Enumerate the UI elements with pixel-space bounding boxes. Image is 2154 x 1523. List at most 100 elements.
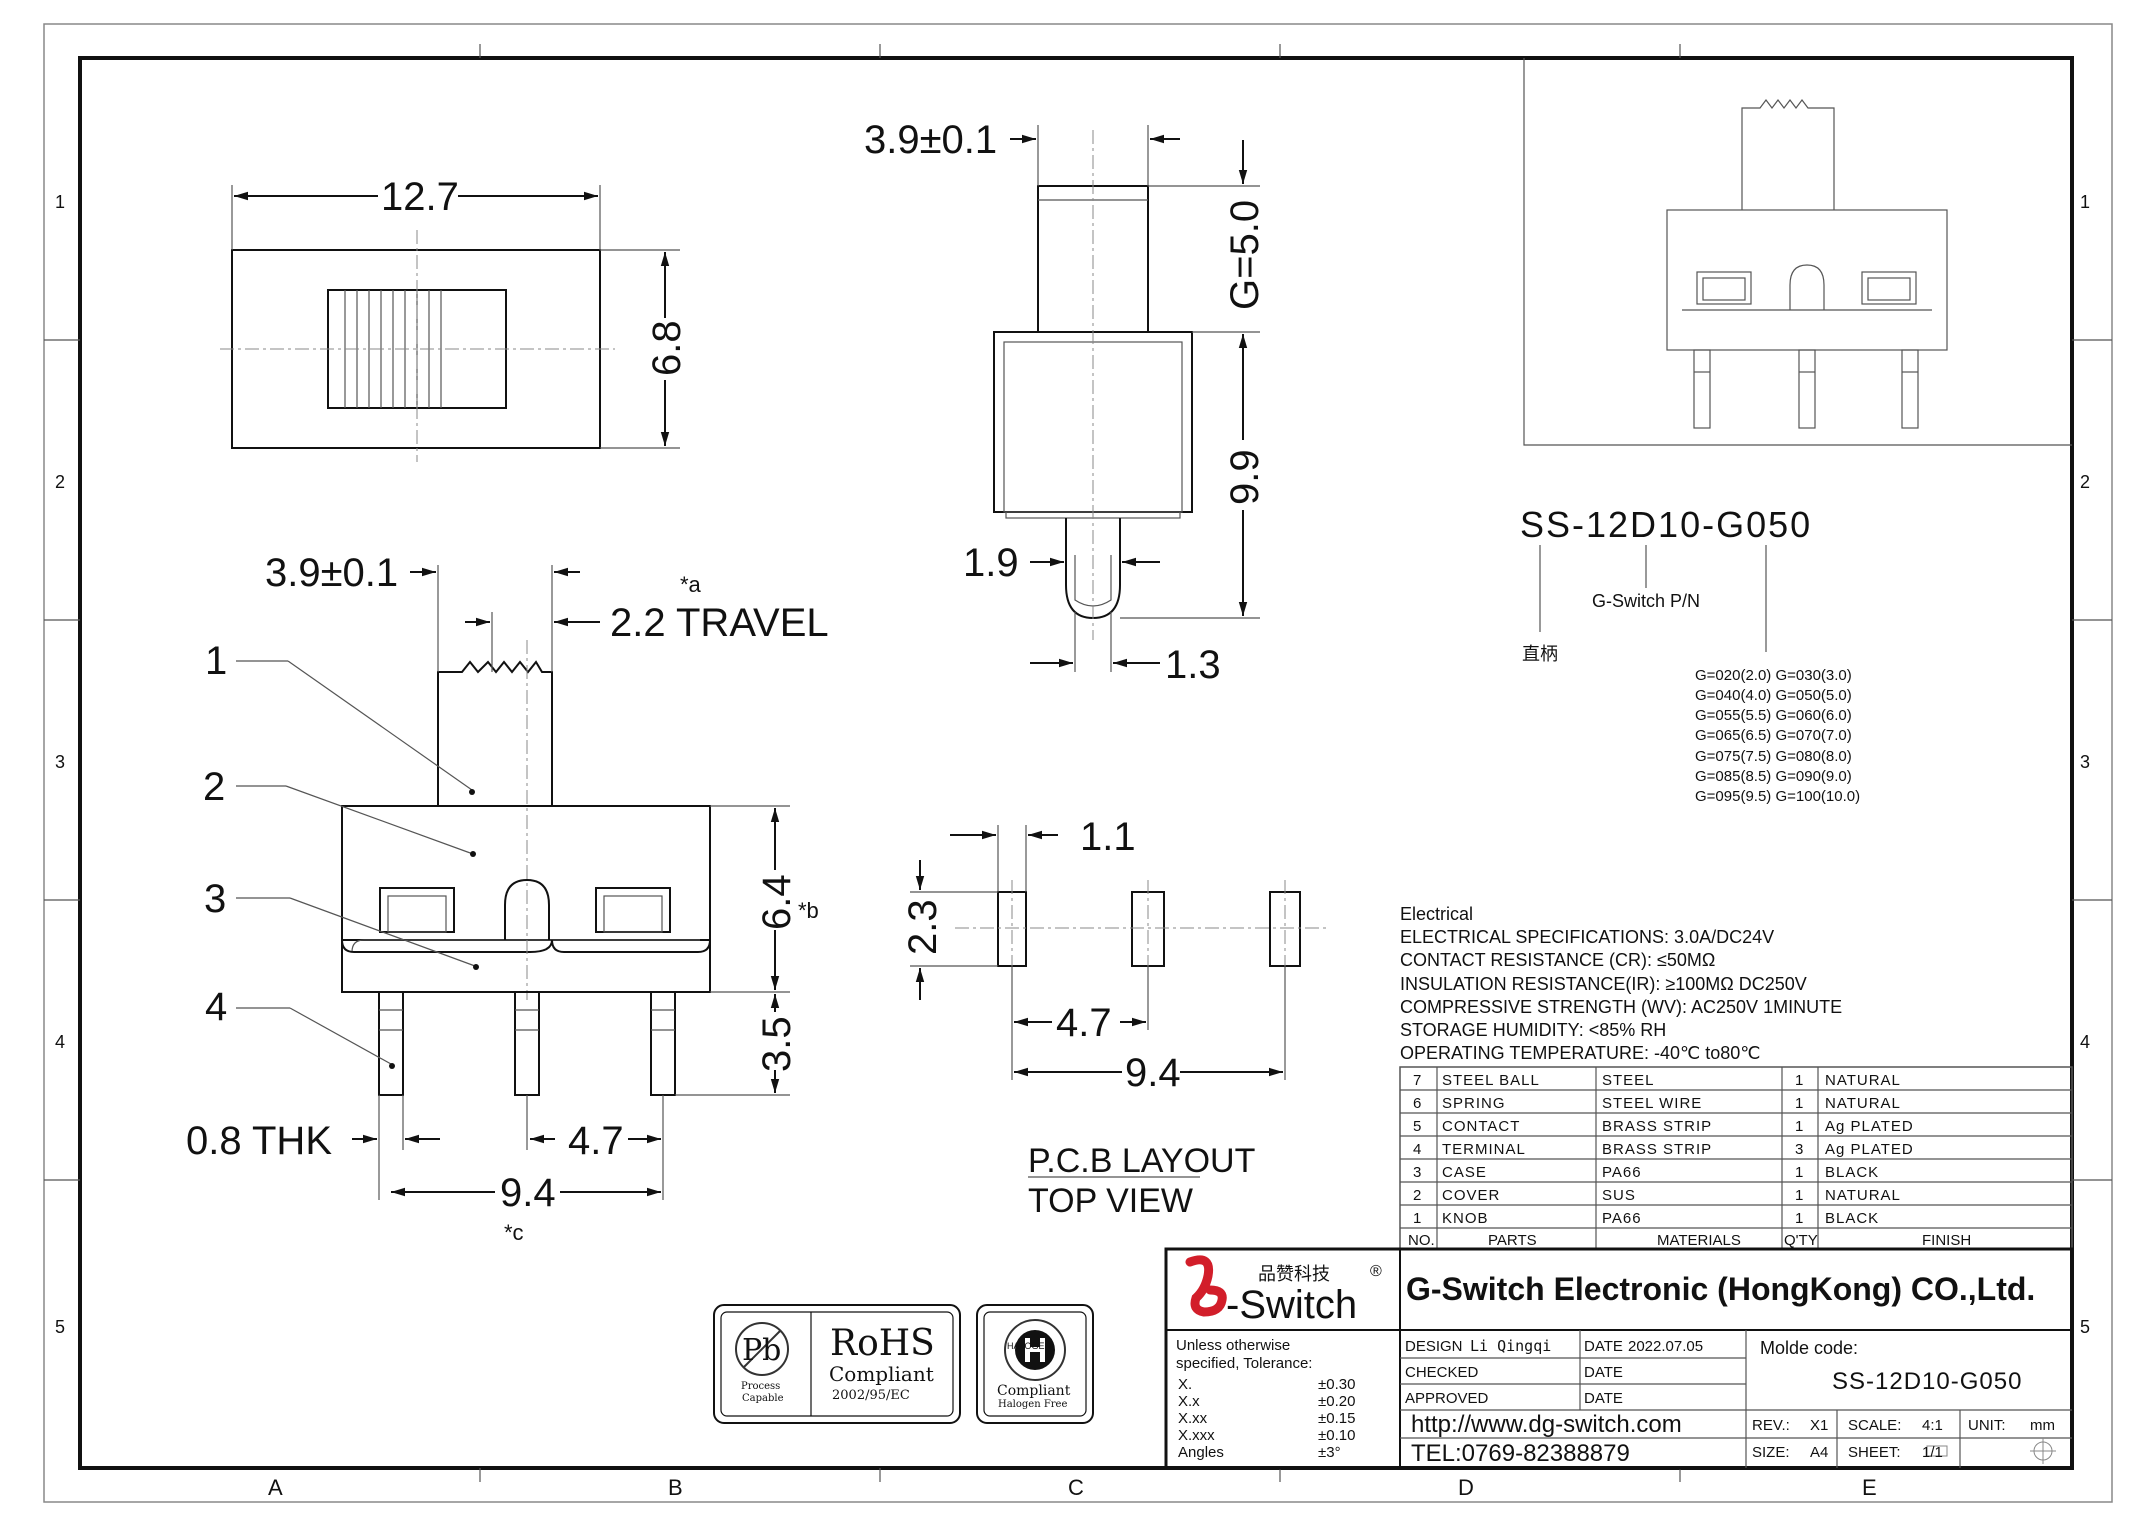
bom-cell-finish: BLACK: [1825, 1164, 1879, 1181]
unit-label: UNIT:: [1968, 1417, 2006, 1434]
zone-row-2: 2: [55, 472, 65, 492]
website-link[interactable]: http://www.dg-switch.com: [1411, 1411, 1682, 1438]
tolerance-key: X.xx: [1178, 1410, 1208, 1427]
electrical-heading: Electrical: [1400, 904, 1473, 924]
bom-cell-finish: NATURAL: [1825, 1072, 1901, 1089]
dim-body-height: 9.9: [1223, 449, 1267, 505]
side-view: [993, 125, 1260, 672]
rohs-directive: 2002/95/EC: [832, 1388, 910, 1403]
bom-cell-part: STEEL BALL: [1442, 1072, 1540, 1089]
design-date: 2022.07.05: [1628, 1338, 1703, 1355]
pcb-title: P.C.B LAYOUT: [1028, 1142, 1255, 1180]
g-option: G=085(8.5) G=090(9.0): [1695, 768, 1852, 785]
dim-pcb-pitch: 4.7: [1056, 1001, 1112, 1045]
title-block: [1164, 1247, 2074, 1470]
zone-col-e: E: [1862, 1475, 1877, 1500]
tolerance-key: X.xxx: [1178, 1427, 1215, 1444]
callout-1: 1: [205, 639, 227, 683]
dim-thk: 0.8 THK: [186, 1119, 332, 1163]
bom-cell-qty: 1: [1795, 1164, 1804, 1181]
tolerance-value: ±0.10: [1318, 1427, 1355, 1444]
bom-cell-no: 7: [1413, 1072, 1422, 1089]
dim-g-height: G=5.0: [1223, 200, 1267, 310]
zone-row-2-right: 2: [2080, 472, 2090, 492]
logo-mark: [1185, 1255, 1227, 1317]
callout-3: 3: [204, 877, 226, 921]
bom-cell-material: PA66: [1602, 1210, 1642, 1227]
inner-frame: [78, 56, 2074, 1470]
top-view: [220, 185, 680, 462]
body-h-mark: *b: [798, 898, 819, 923]
design-label: DESIGN: [1405, 1338, 1463, 1355]
pn-label: G-Switch P/N: [1592, 591, 1700, 611]
tolerance-head-2: specified, Tolerance:: [1176, 1355, 1312, 1372]
pcb-subtitle: TOP VIEW: [1028, 1182, 1193, 1220]
dim-pcb-pad-h: 2.3: [901, 899, 945, 955]
zone-ticks: [44, 44, 2112, 1482]
bom-cell-finish: NATURAL: [1825, 1187, 1901, 1204]
bom-cell-material: BRASS STRIP: [1602, 1118, 1712, 1135]
zone-row-5-right: 5: [2080, 1317, 2090, 1337]
dim-span: 9.4: [500, 1171, 556, 1215]
mold-code: SS-12D10-G050: [1832, 1368, 2022, 1395]
bom-cell-part: TERMINAL: [1442, 1141, 1526, 1158]
registered-icon: ®: [1370, 1263, 1382, 1280]
rohs-title: RoHS: [830, 1323, 935, 1364]
spec-line: OPERATING TEMPERATURE: -40℃ to80℃: [1400, 1043, 1761, 1063]
spec-line: COMPRESSIVE STRENGTH (WV): AC250V 1MINUT…: [1400, 997, 1842, 1017]
g-option: G=065(6.5) G=070(7.0): [1695, 727, 1852, 744]
logo-cn: 品赞科技: [1258, 1264, 1330, 1284]
logo-text: -Switch: [1226, 1283, 1357, 1327]
bom-cell-qty: 1: [1795, 1210, 1804, 1227]
bom-cell-material: SUS: [1602, 1187, 1636, 1204]
tolerance-key: X.: [1178, 1376, 1192, 1393]
rohs-compliant: Compliant: [829, 1362, 934, 1386]
scale-value: 4:1: [1922, 1417, 1943, 1434]
dim-knob-width-side: 3.9±0.1: [864, 118, 997, 162]
dim-pcb-span: 9.4: [1125, 1051, 1181, 1095]
unit-value: mm: [2030, 1417, 2055, 1434]
bom-cell-qty: 1: [1795, 1095, 1804, 1112]
rev-value: X1: [1810, 1417, 1828, 1434]
front-view: [236, 565, 790, 1200]
bom-cell-part: CASE: [1442, 1164, 1487, 1181]
sheet-value: 1/1: [1922, 1444, 1943, 1461]
zone-row-4-right: 4: [2080, 1032, 2090, 1052]
part-number: SS-12D10-G050: [1520, 504, 1812, 545]
rev-label: REV.:: [1752, 1417, 1790, 1434]
bom-cell-no: 6: [1413, 1095, 1422, 1112]
bom-header-no: NO.: [1408, 1232, 1435, 1249]
dim-top-width: 12.7: [381, 175, 459, 219]
dim-pitch: 4.7: [568, 1119, 624, 1163]
spec-line: CONTACT RESISTANCE (CR): ≤50MΩ: [1400, 950, 1715, 970]
dim-travel: 2.2 TRAVEL: [610, 601, 829, 645]
bom-cell-material: BRASS STRIP: [1602, 1141, 1712, 1158]
g-option: G=055(5.5) G=060(6.0): [1695, 707, 1852, 724]
callout-4: 4: [205, 985, 227, 1029]
bom-cell-qty: 1: [1795, 1072, 1804, 1089]
bom-cell-no: 1: [1413, 1210, 1422, 1227]
designer: Li Qingqi: [1470, 1337, 1551, 1355]
approved-label: APPROVED: [1405, 1390, 1489, 1407]
iso-view: [1523, 58, 2072, 652]
telephone: TEL:0769-82388879: [1411, 1440, 1630, 1467]
dim-top-height: 6.8: [645, 320, 689, 376]
date-label: DATE: [1584, 1338, 1623, 1355]
span-mark: *c: [504, 1220, 524, 1245]
checked-date-label: DATE: [1584, 1364, 1623, 1381]
dim-pin-tip: 1.3: [1165, 643, 1221, 687]
compliance-badges: Pb: [713, 1304, 1094, 1424]
halogen-ring-text: HALOGEN: [1007, 1341, 1051, 1351]
zone-row-4: 4: [55, 1032, 65, 1052]
bom-cell-no: 5: [1413, 1118, 1422, 1135]
zone-col-c: C: [1068, 1475, 1084, 1500]
zone-row-3-right: 3: [2080, 752, 2090, 772]
travel-mark: *a: [680, 572, 702, 597]
size-value: A4: [1810, 1444, 1828, 1461]
bom-header-materials: MATERIALS: [1657, 1232, 1741, 1249]
bom-cell-finish: Ag PLATED: [1825, 1141, 1914, 1158]
spec-line: STORAGE HUMIDITY: <85% RH: [1400, 1020, 1666, 1040]
tolerance-value: ±0.20: [1318, 1393, 1355, 1410]
bom-header-qty: Q'TY: [1784, 1232, 1818, 1249]
g-option: G=040(4.0) G=050(5.0): [1695, 687, 1852, 704]
